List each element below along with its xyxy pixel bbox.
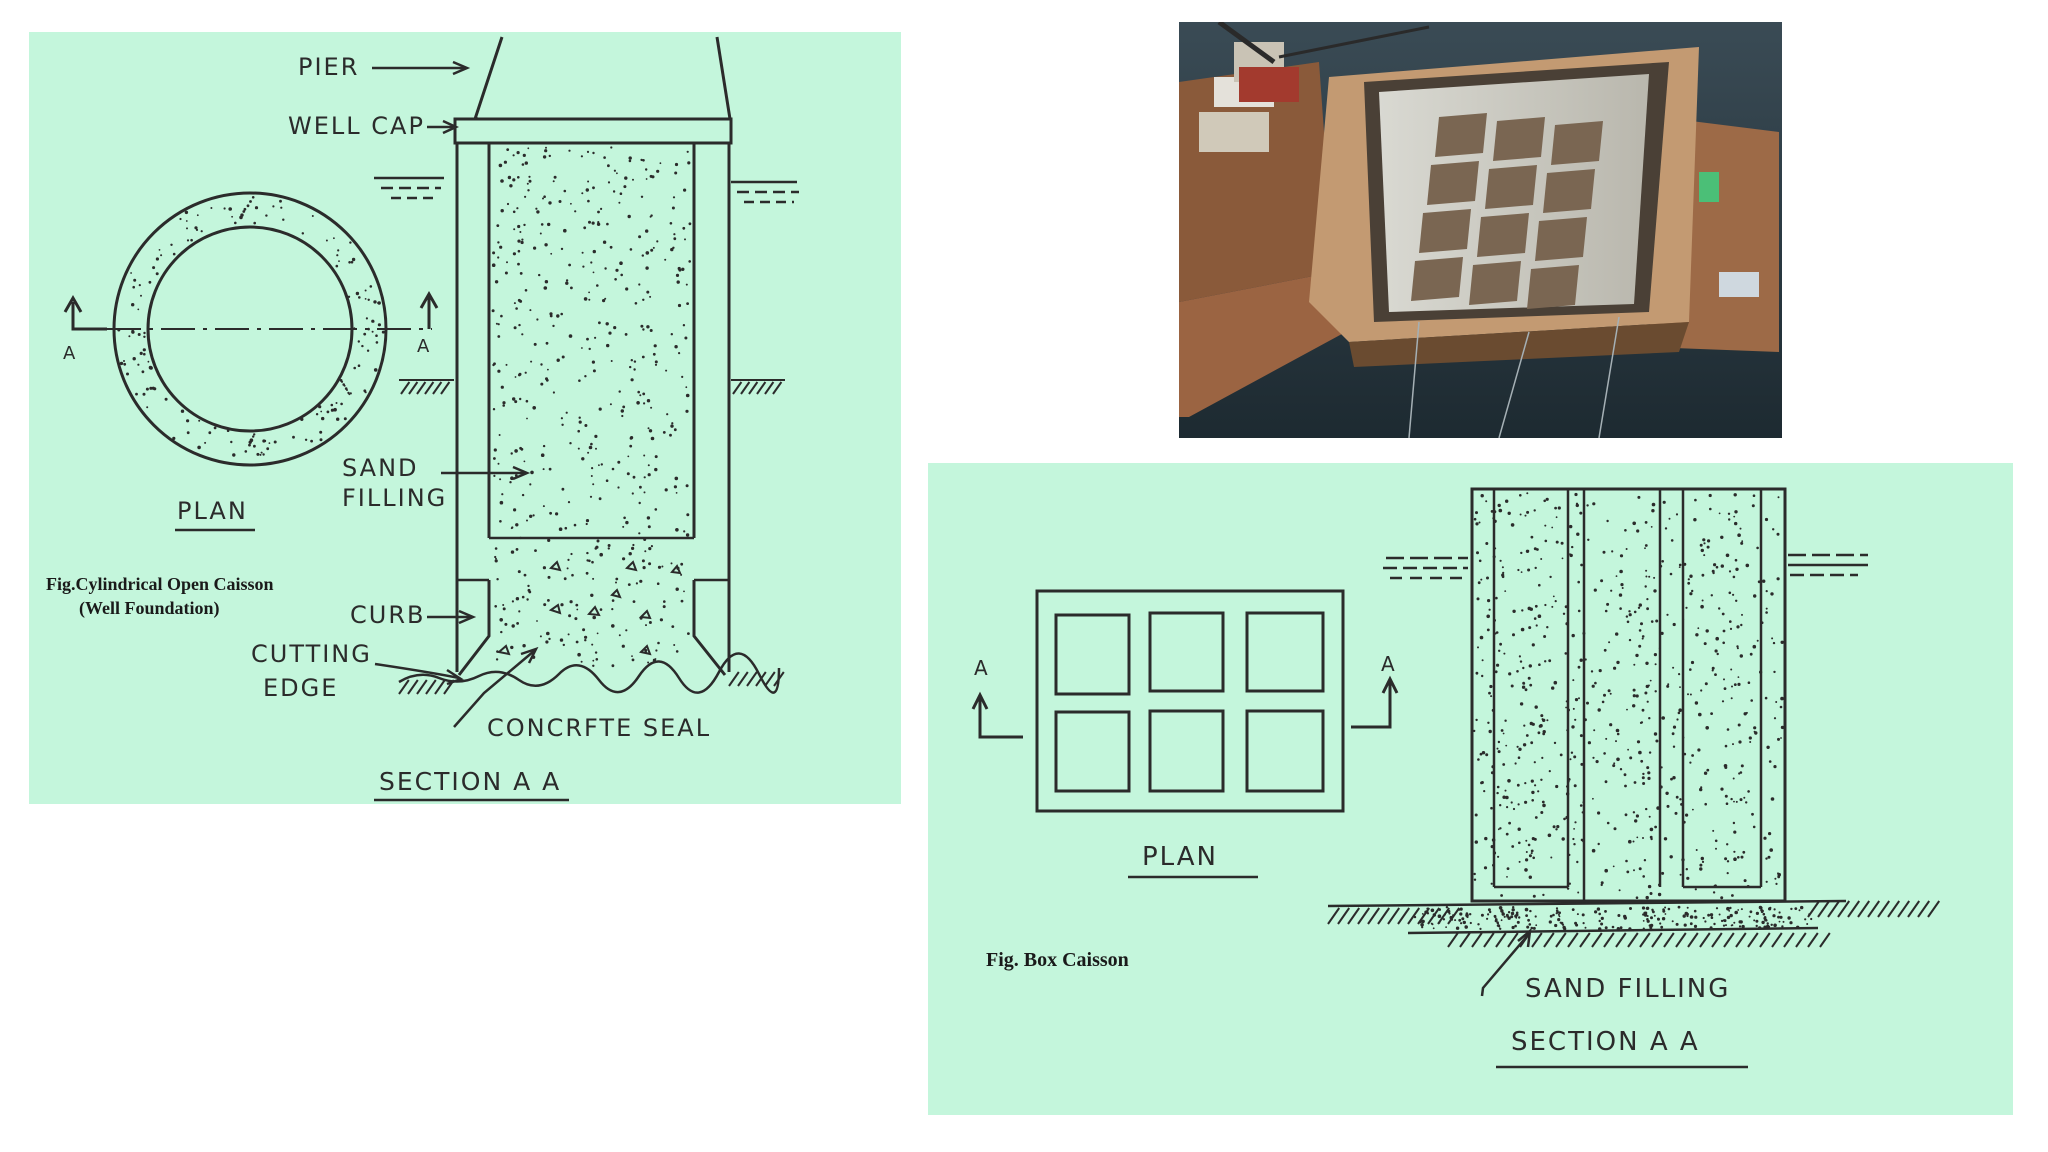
pier-label: PIER bbox=[298, 53, 359, 81]
plan-section-marker-left: A bbox=[63, 343, 77, 364]
well-foundation-drawing: A A PLAN bbox=[29, 32, 901, 804]
curb-label: CURB bbox=[350, 601, 425, 629]
section-drawing bbox=[372, 36, 799, 728]
box-plan-section-marker-right: A bbox=[1381, 652, 1397, 676]
plan-ring bbox=[63, 191, 439, 467]
panel-background bbox=[29, 32, 901, 804]
figure-caption-line1: Fig.Cylindrical Open Caisson bbox=[46, 574, 274, 594]
sand-filling-label-line1: SAND bbox=[342, 454, 419, 482]
box-caisson-drawing: A A PLAN bbox=[928, 463, 2013, 1115]
box-section-label: SECTION A A bbox=[1511, 1027, 1700, 1057]
concrete-seal-label: CONCRFTE SEAL bbox=[487, 714, 711, 742]
cutting-edge-label-line2: EDGE bbox=[263, 674, 338, 702]
sand-filling-label-line2: FILLING bbox=[342, 484, 447, 512]
plan-section-marker-right: A bbox=[417, 336, 431, 357]
well-cap-label: WELL CAP bbox=[288, 112, 425, 140]
box-caisson-diagram: A A PLAN bbox=[928, 463, 2013, 1115]
caisson-construction-photo bbox=[1179, 22, 1782, 438]
photo-illustration bbox=[1179, 22, 1782, 438]
box-figure-caption: Fig. Box Caisson bbox=[986, 949, 1129, 971]
box-sand-filling-label: SAND FILLING bbox=[1525, 974, 1730, 1004]
box-plan bbox=[971, 589, 1399, 813]
box-plan-label: PLAN bbox=[1142, 842, 1218, 872]
plan-label: PLAN bbox=[177, 497, 248, 525]
figure-caption-line2: (Well Foundation) bbox=[79, 598, 220, 619]
box-section bbox=[1327, 487, 1941, 997]
well-foundation-diagram: A A PLAN bbox=[29, 32, 901, 804]
section-label: SECTION A A bbox=[379, 767, 561, 796]
box-plan-section-marker-left: A bbox=[974, 656, 990, 680]
cutting-edge-label-line1: CUTTING bbox=[251, 640, 372, 668]
